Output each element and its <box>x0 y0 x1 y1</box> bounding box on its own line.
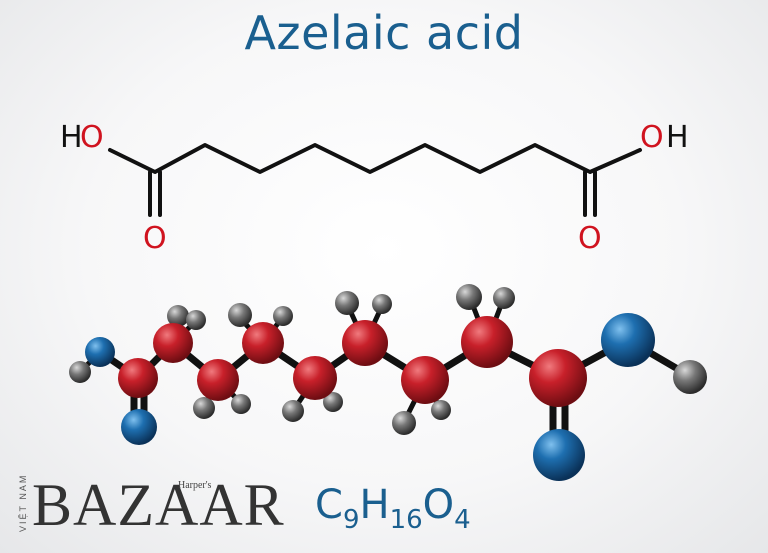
brand-small-text: Harper's <box>178 480 212 491</box>
oxygen-atoms <box>85 313 655 481</box>
ball-and-stick-model <box>69 284 707 481</box>
carbon-atom <box>153 323 193 363</box>
hydrogen-atom <box>69 361 91 383</box>
carbon-atom <box>461 316 513 368</box>
label-o-left: O <box>80 120 104 155</box>
carbon-atom <box>529 349 587 407</box>
hydrogen-atom <box>493 287 515 309</box>
hydrogen-atom <box>323 392 343 412</box>
brand-logo: VIỆT NAM BAZAAR Harper's <box>18 470 284 540</box>
carbon-atom <box>197 359 239 401</box>
carbon-atom <box>342 320 388 366</box>
hydrogen-atom <box>456 284 482 310</box>
brand-vertical-text: VIỆT NAM <box>18 473 28 532</box>
formula-o-count: 4 <box>454 505 471 535</box>
formula-o: O <box>422 482 455 528</box>
hydrogen-atom <box>228 303 252 327</box>
brand-name: BAZAAR <box>32 472 285 538</box>
carbon-atoms <box>118 316 587 407</box>
formula-h-count: 16 <box>389 505 423 535</box>
label-h-right: H <box>666 120 689 155</box>
oxygen-atom <box>601 313 655 367</box>
oxygen-atom <box>85 337 115 367</box>
hydrogen-atom <box>392 411 416 435</box>
hydrogen-atom <box>282 400 304 422</box>
hydrogen-atoms <box>69 284 707 435</box>
hydrogen-atom <box>673 360 707 394</box>
hydrogen-atom <box>273 306 293 326</box>
hydrogen-atom <box>186 310 206 330</box>
label-o-carbonyl-right: O <box>578 221 602 256</box>
formula-c: C <box>315 482 343 528</box>
carbon-atom <box>118 358 158 398</box>
label-h-left: H <box>60 120 83 155</box>
hydrogen-atom <box>193 397 215 419</box>
oxygen-atom <box>121 409 157 445</box>
hydrogen-atom <box>431 400 451 420</box>
label-o-carbonyl-left: O <box>143 221 167 256</box>
carbon-chain <box>108 143 642 174</box>
atom-labels: H O O H O O <box>60 120 689 256</box>
chemical-formula: C9H16O4 <box>315 482 471 535</box>
carbon-atom <box>293 356 337 400</box>
carbon-atom <box>242 322 284 364</box>
label-o-right: O <box>640 120 664 155</box>
oxygen-atom <box>533 429 585 481</box>
hydrogen-atom <box>335 291 359 315</box>
hydrogen-atom <box>372 294 392 314</box>
formula-h: H <box>359 482 390 528</box>
carbon-atom <box>401 356 449 404</box>
page-title: Azelaic acid <box>244 6 524 60</box>
hydrogen-atom <box>231 394 251 414</box>
formula-c-count: 9 <box>342 505 360 535</box>
skeletal-formula <box>108 143 642 217</box>
hydrogen-atom <box>167 305 189 327</box>
